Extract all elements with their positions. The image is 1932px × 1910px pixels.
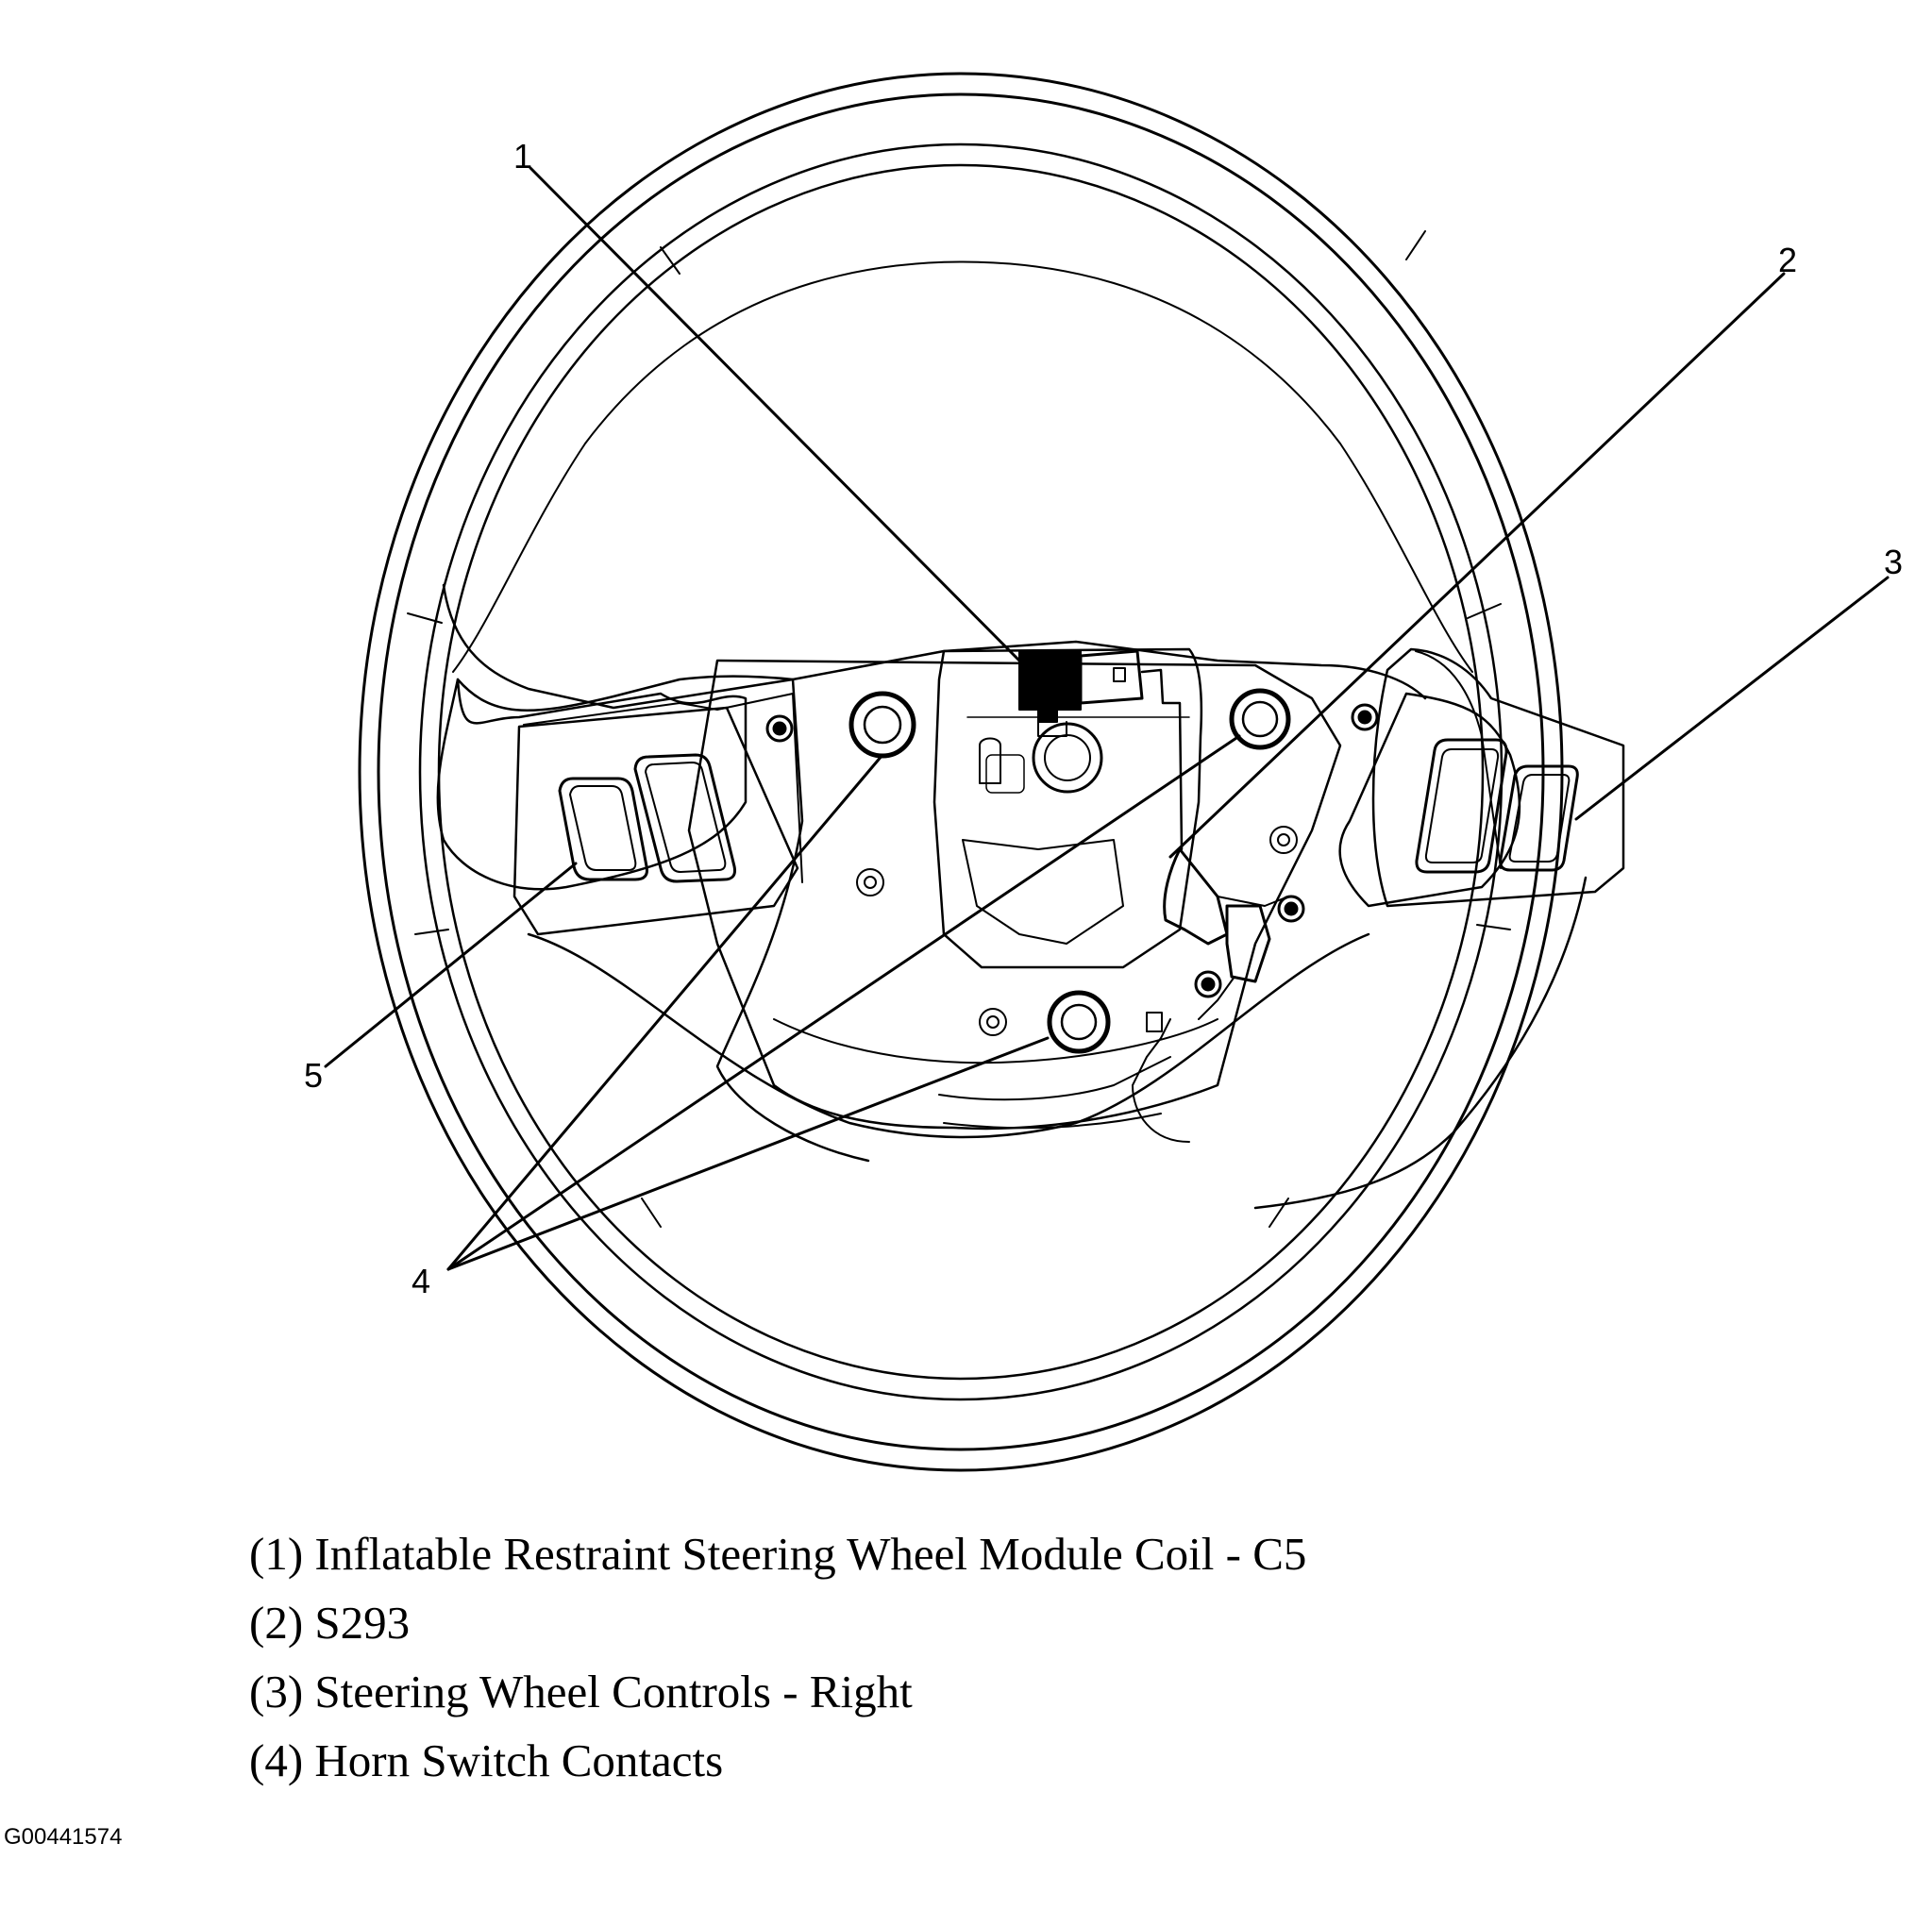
module-coil-connector <box>1018 649 1184 851</box>
left-control-button-outer[interactable] <box>558 777 648 881</box>
right-spoke <box>1253 650 1588 1210</box>
legend-item-4: (4) Horn Switch Contacts <box>249 1734 724 1786</box>
legend: (1) Inflatable Restraint Steering Wheel … <box>249 1519 1306 1795</box>
right-control-panel <box>1371 647 1625 908</box>
center-post <box>979 722 1103 794</box>
mounting-bolts <box>765 703 1379 1036</box>
callout-3: 3 <box>1884 543 1903 581</box>
legend-item-3: (3) Steering Wheel Controls - Right <box>249 1666 913 1717</box>
callout-1: 1 <box>513 137 532 176</box>
callout-4: 4 <box>412 1262 430 1300</box>
callout-5: 5 <box>304 1056 323 1095</box>
horn-contact-bottom <box>1047 990 1111 1054</box>
steering-wheel-rim <box>358 72 1564 1472</box>
hub-outline <box>452 260 1473 712</box>
callout-2: 2 <box>1778 241 1797 279</box>
right-control-button-outer[interactable] <box>1499 764 1579 872</box>
legend-item-1: (1) Inflatable Restraint Steering Wheel … <box>249 1528 1307 1580</box>
center-column <box>932 647 1203 969</box>
upper-clip <box>985 754 1025 794</box>
horn-contact-left <box>848 691 916 759</box>
figure-id: G00441574 <box>4 1824 123 1850</box>
horn-contact-right <box>1229 688 1291 750</box>
leader-lines <box>324 166 1890 1271</box>
right-control-button-inner[interactable] <box>1415 738 1508 874</box>
legend-item-2: (2) S293 <box>249 1597 411 1649</box>
left-control-button-inner[interactable] <box>633 753 736 883</box>
splice-s293-harness <box>1132 847 1289 1143</box>
left-control-panel <box>512 706 799 936</box>
airbag-housing <box>687 659 1342 1131</box>
